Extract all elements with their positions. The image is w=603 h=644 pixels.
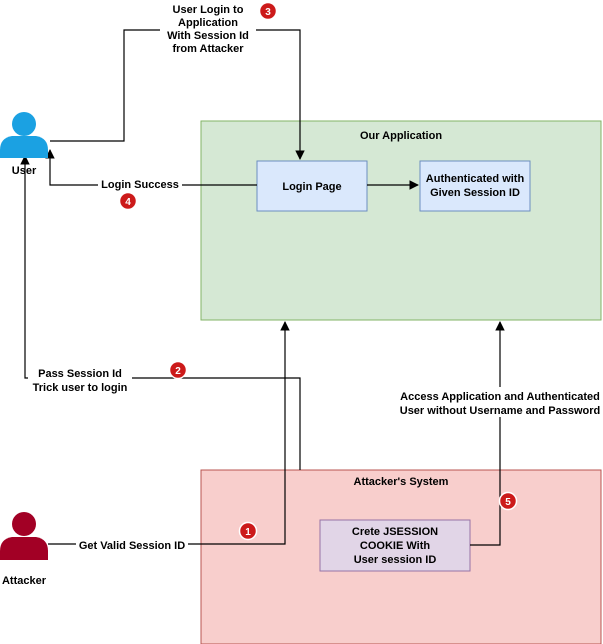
- our-application-container: Our Application: [200, 120, 602, 321]
- svg-text:from Attacker: from Attacker: [172, 43, 244, 55]
- svg-text:Trick user to login: Trick user to login: [33, 382, 128, 394]
- edge-label-login-success: Login Success: [98, 177, 182, 191]
- svg-text:Pass Session Id: Pass Session Id: [38, 368, 122, 380]
- crete-jsession-label-line-2: COOKIE With: [360, 540, 430, 552]
- svg-text:Get Valid Session ID: Get Valid Session ID: [79, 540, 185, 552]
- attacker-label: Attacker: [2, 575, 47, 587]
- user-actor[interactable]: User: [0, 112, 48, 177]
- edge-label-get-valid-session: Get Valid Session ID: [76, 538, 188, 552]
- step-badge-4: 4: [118, 191, 138, 211]
- login-page-box[interactable]: Login Page: [256, 160, 368, 212]
- login-page-label: Login Page: [282, 181, 341, 193]
- svg-text:4: 4: [125, 197, 131, 208]
- edge-label-user-login: User Login to Application With Session I…: [160, 3, 256, 58]
- attacker-icon: [0, 512, 48, 560]
- svg-text:1: 1: [245, 527, 251, 538]
- edge-user-login: [50, 29, 305, 160]
- authenticated-box[interactable]: Authenticated with Given Session ID: [419, 160, 531, 212]
- edge-login-success: [45, 149, 257, 186]
- svg-text:Application: Application: [178, 17, 238, 29]
- authenticated-label-line-1: Authenticated with: [426, 173, 525, 185]
- edge-label-access-application: Access Application and Authenticated Use…: [396, 387, 602, 417]
- svg-text:2: 2: [175, 366, 181, 377]
- step-badge-5: 5: [498, 491, 518, 511]
- svg-text:User Login to: User Login to: [173, 4, 244, 16]
- attacker-actor[interactable]: Attacker: [0, 512, 48, 587]
- crete-jsession-label-line-3: User session ID: [354, 554, 437, 566]
- attackers-system-title: Attacker's System: [354, 476, 449, 488]
- our-application-title: Our Application: [360, 130, 442, 142]
- edge-pass-session: [20, 155, 301, 470]
- user-icon: [0, 112, 48, 158]
- svg-text:Access Application and Authent: Access Application and Authenticated: [400, 391, 600, 403]
- svg-text:Login Success: Login Success: [101, 179, 179, 191]
- authenticated-label-line-2: Given Session ID: [430, 187, 520, 199]
- edge-label-pass-session: Pass Session Id Trick user to login: [28, 366, 132, 394]
- crete-jsession-label-line-1: Crete JSESSION: [352, 526, 438, 538]
- user-label: User: [12, 165, 37, 177]
- svg-text:3: 3: [265, 7, 271, 18]
- step-badge-2: 2: [168, 360, 188, 380]
- svg-text:With Session Id: With Session Id: [167, 30, 249, 42]
- step-badge-3: 3: [258, 1, 278, 21]
- step-badge-1: 1: [238, 521, 258, 541]
- crete-jsession-box[interactable]: Crete JSESSION COOKIE With User session …: [319, 519, 471, 572]
- svg-text:5: 5: [505, 497, 511, 508]
- svg-text:User without Username and Pass: User without Username and Password: [400, 405, 601, 417]
